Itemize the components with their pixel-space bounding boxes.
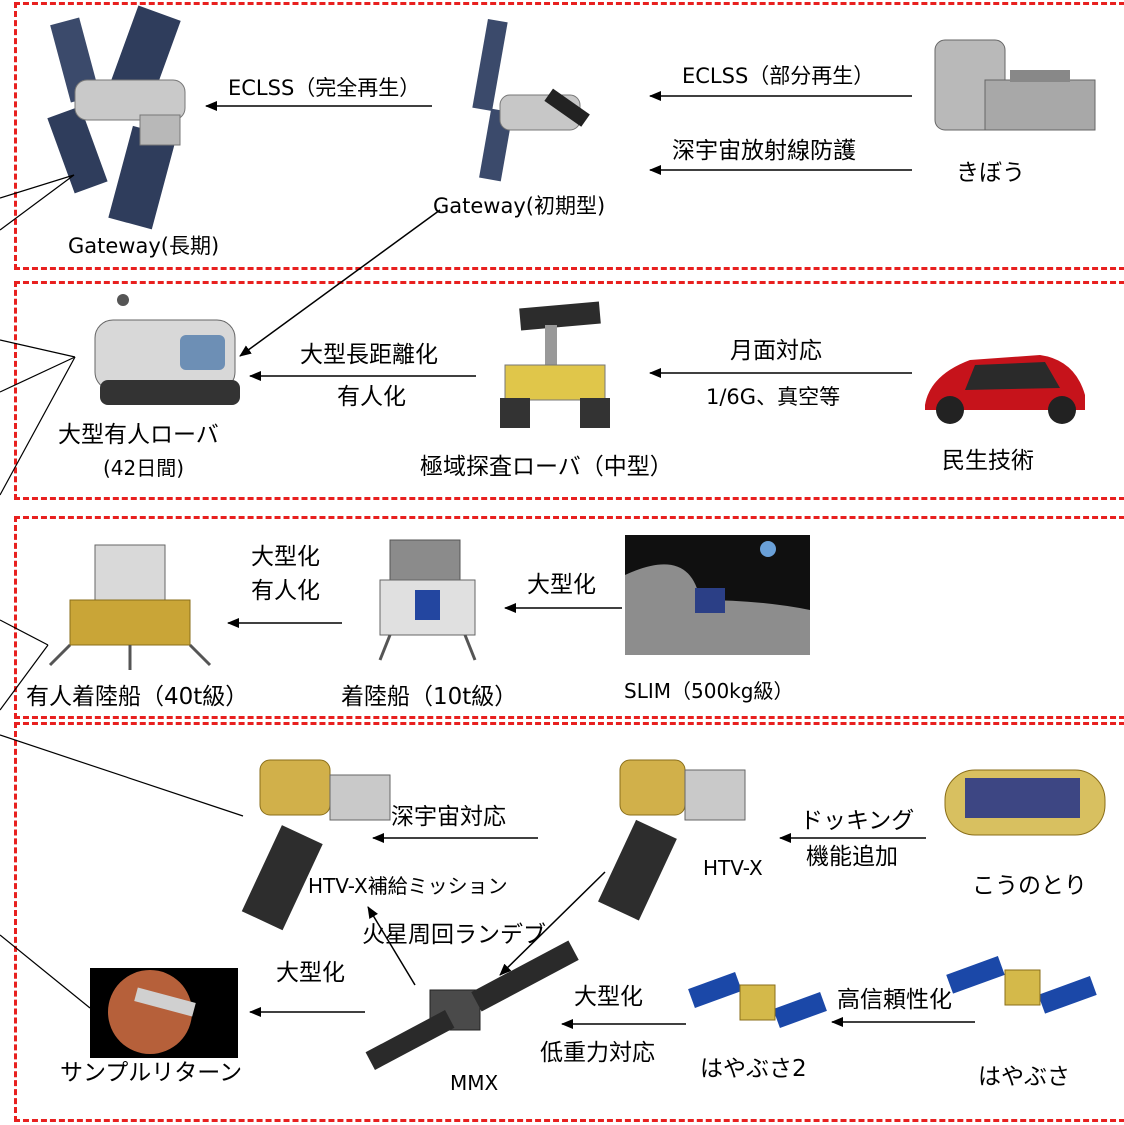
row-frame-lander bbox=[14, 516, 1124, 719]
connector-line bbox=[0, 339, 76, 358]
arrow-htvx-to-mmx bbox=[499, 871, 606, 976]
sample-return-label: サンプルリターン bbox=[60, 1060, 243, 1086]
mmx-image bbox=[365, 940, 579, 1070]
civil-tech-label: 民生技術 bbox=[942, 448, 1034, 474]
arrow-large-crewed-label-b: 有人化 bbox=[337, 384, 406, 410]
htvx-resupply-image bbox=[241, 759, 391, 931]
mmx-label: MMX bbox=[450, 1071, 499, 1095]
enlarge-right-label-b: 低重力対応 bbox=[540, 1040, 655, 1066]
large-rover-sublabel: (42日間) bbox=[103, 456, 185, 480]
connector-line bbox=[0, 174, 75, 231]
polar-rover-label: 極域探査ローバ（中型） bbox=[420, 454, 673, 480]
kibo-image bbox=[934, 39, 1096, 131]
connector-line bbox=[0, 356, 76, 393]
connector-line bbox=[0, 356, 76, 496]
hayabusa2-label: はやぶさ2 bbox=[700, 1056, 807, 1082]
arrow-lunar-adapt-label-a: 月面対応 bbox=[730, 338, 822, 364]
arrow-eclss-full-label: ECLSS（完全再生） bbox=[228, 76, 421, 100]
gateway-initial-image bbox=[472, 18, 590, 182]
arrow-gateway-to-rover bbox=[239, 209, 441, 357]
lander-label: 着陸船（10t級） bbox=[341, 684, 518, 710]
connector-line bbox=[0, 934, 91, 1009]
connector-line bbox=[0, 174, 75, 199]
gateway-initial-label: Gateway(初期型) bbox=[433, 194, 606, 218]
arrow-enlarge-crewed-label-a: 大型化 bbox=[251, 544, 320, 570]
connector-line bbox=[0, 619, 49, 646]
row-frame-transport bbox=[14, 722, 1124, 1122]
row-frame-gateway bbox=[14, 2, 1124, 270]
crewed-lander-label: 有人着陸船（40t級） bbox=[26, 684, 249, 710]
car-image bbox=[925, 355, 1085, 424]
kounotori-label: こうのとり bbox=[972, 873, 1087, 899]
docking-label-a: ドッキング bbox=[800, 808, 915, 834]
large-rover-image bbox=[94, 294, 240, 405]
kibo-label: きぼう bbox=[956, 160, 1025, 186]
arrow-enlarge-crewed-label-b: 有人化 bbox=[251, 578, 320, 604]
enlarge-right-label-a: 大型化 bbox=[574, 984, 643, 1010]
kounotori-image bbox=[944, 769, 1106, 836]
htvx-resupply-label: HTV-X補給ミッション bbox=[308, 874, 508, 898]
arrow-radiation-label: 深宇宙放射線防護 bbox=[672, 138, 856, 164]
large-rover-label: 大型有人ローバ bbox=[58, 422, 219, 448]
arrow-mars-rendezvous bbox=[367, 906, 416, 986]
deep-space-label: 深宇宙対応 bbox=[391, 804, 506, 830]
gateway-long-image bbox=[47, 5, 186, 230]
polar-rover-image bbox=[500, 301, 610, 428]
arrow-large-crewed-label-a: 大型長距離化 bbox=[300, 342, 438, 368]
lander-image bbox=[378, 539, 477, 661]
connector-line bbox=[0, 734, 244, 817]
slim-image bbox=[625, 535, 810, 655]
arrow-eclss-partial-label: ECLSS（部分再生） bbox=[682, 64, 875, 88]
arrow-enlarge-lander-label: 大型化 bbox=[527, 572, 596, 598]
enlarge-left-label: 大型化 bbox=[276, 960, 345, 986]
mars-rendezvous-label: 火星周回ランデブ bbox=[362, 922, 546, 948]
hayabusa-image bbox=[946, 956, 1097, 1014]
gateway-long-label: Gateway(長期) bbox=[68, 234, 220, 258]
high-reliability-label: 高信頼性化 bbox=[837, 987, 952, 1013]
docking-label-b: 機能追加 bbox=[806, 844, 898, 870]
connector-line bbox=[0, 644, 49, 711]
crewed-lander-image bbox=[48, 544, 212, 670]
hayabusa2-image bbox=[688, 972, 827, 1028]
hayabusa-label: はやぶさ bbox=[978, 1064, 1070, 1090]
row-frame-rover bbox=[14, 281, 1124, 500]
sample-return-image bbox=[90, 968, 238, 1058]
htvx-label: HTV-X bbox=[703, 856, 763, 880]
htvx-image bbox=[598, 759, 746, 921]
slim-label: SLIM（500kg級） bbox=[624, 679, 794, 703]
arrow-lunar-adapt-label-b: 1/6G、真空等 bbox=[706, 385, 841, 409]
